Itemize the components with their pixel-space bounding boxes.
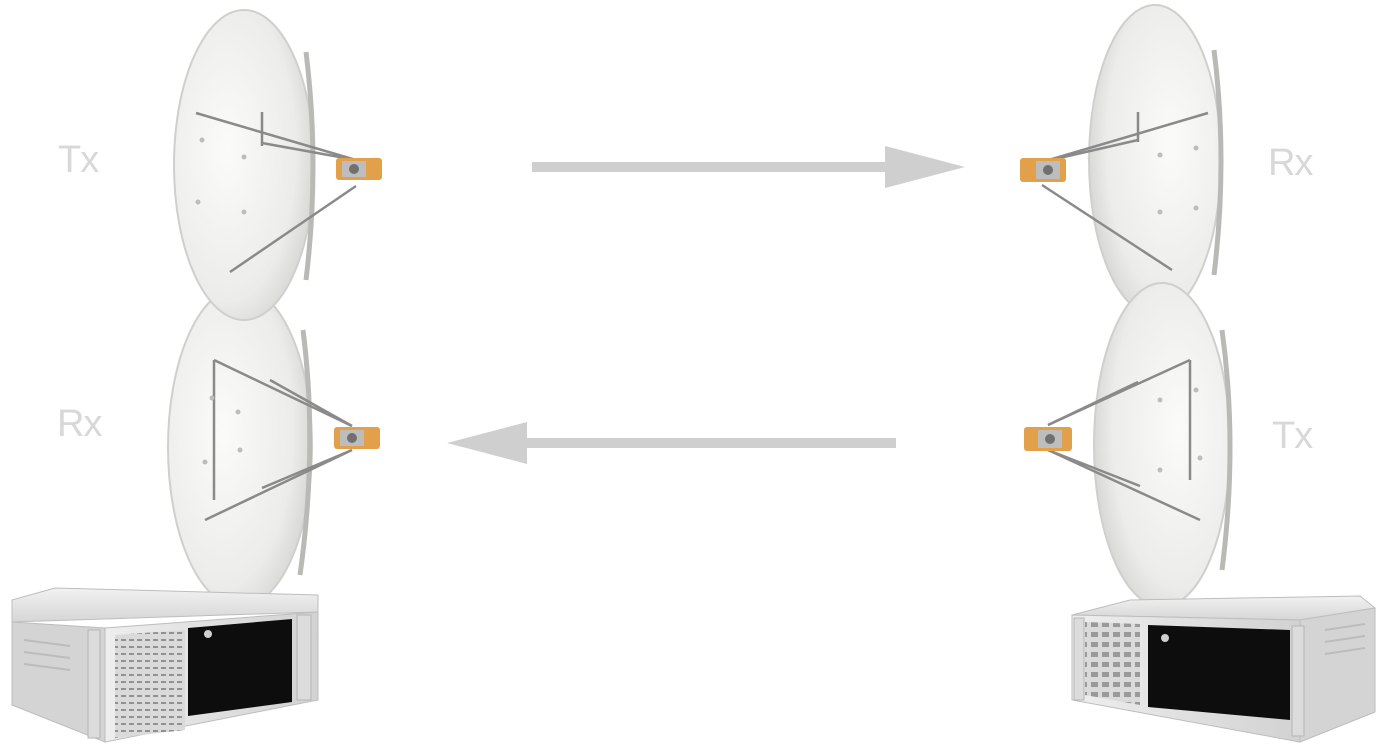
left-rx-feed-horn-icon bbox=[334, 427, 380, 449]
right-rackmount-server-icon bbox=[1071, 595, 1377, 743]
left-tx-feed-arms bbox=[195, 111, 357, 274]
right-tx-feed-arms bbox=[1047, 358, 1201, 522]
right-tx-feed-horn-icon bbox=[1024, 427, 1072, 451]
left-tx-feed-horn-icon bbox=[336, 158, 382, 180]
right-tx-dish-antenna-icon bbox=[1024, 282, 1233, 608]
right-bottom-label: Tx bbox=[1272, 415, 1313, 457]
left-tx-dish-antenna-icon bbox=[173, 9, 382, 321]
right-top-label: Rx bbox=[1268, 142, 1313, 184]
left-top-label: Tx bbox=[58, 139, 99, 181]
right-rx-dish-antenna-icon bbox=[1020, 4, 1224, 316]
left-rx-feed-arms bbox=[204, 358, 353, 522]
left-bottom-label: Rx bbox=[57, 403, 102, 445]
left-rackmount-server-icon bbox=[11, 587, 319, 743]
rx-to-tx-arrow-icon bbox=[447, 422, 896, 464]
left-panel-screen bbox=[188, 619, 292, 716]
right-rx-feed-horn-icon bbox=[1020, 158, 1066, 182]
right-panel-screen bbox=[1148, 625, 1290, 720]
left-rx-dish-antenna-icon bbox=[167, 286, 380, 608]
tx-to-rx-arrow-icon bbox=[532, 146, 965, 188]
